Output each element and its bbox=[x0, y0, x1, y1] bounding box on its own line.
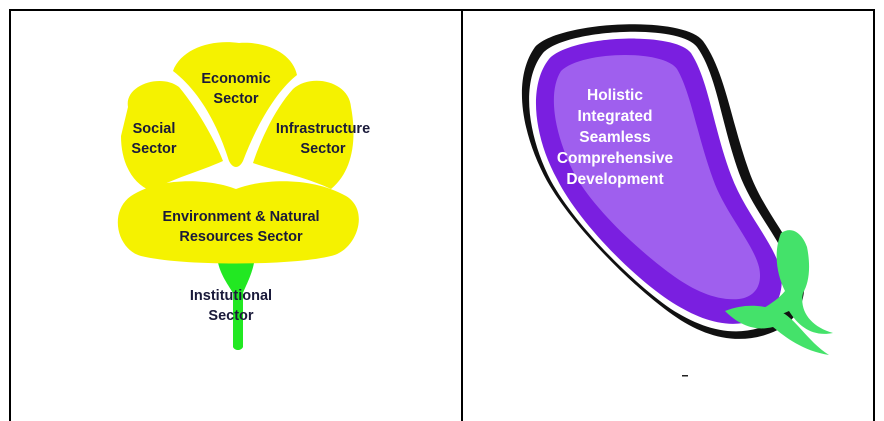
flower-graphic bbox=[117, 42, 359, 350]
label-economic-sector: Economic Sector bbox=[201, 71, 271, 107]
petal-social bbox=[121, 80, 223, 191]
label-social-sector: Social Sector bbox=[131, 121, 177, 157]
petal-economic bbox=[173, 42, 297, 167]
label-development-text: Holistic Integrated Seamless Comprehensi… bbox=[556, 87, 674, 188]
label-environment-sector: Environment & Natural Resources Sector bbox=[162, 209, 320, 245]
small-dash bbox=[682, 375, 688, 377]
label-infrastructure-sector: Infrastructure Sector bbox=[275, 121, 371, 157]
eggplant-leaf-lower bbox=[725, 305, 829, 355]
stem-shape bbox=[217, 255, 255, 350]
label-institutional-sector: Institutional Sector bbox=[189, 288, 273, 324]
eggplant-highlight bbox=[553, 54, 761, 300]
petal-environment bbox=[117, 181, 359, 264]
table-frame bbox=[9, 9, 875, 421]
eggplant-graphic bbox=[521, 24, 833, 377]
column-divider bbox=[461, 9, 463, 421]
petal-infrastructure bbox=[253, 80, 354, 189]
flower-diagram: Economic Sector Social Sector Infrastruc… bbox=[11, 11, 461, 421]
eggplant-diagram: Holistic Integrated Seamless Comprehensi… bbox=[463, 11, 873, 421]
